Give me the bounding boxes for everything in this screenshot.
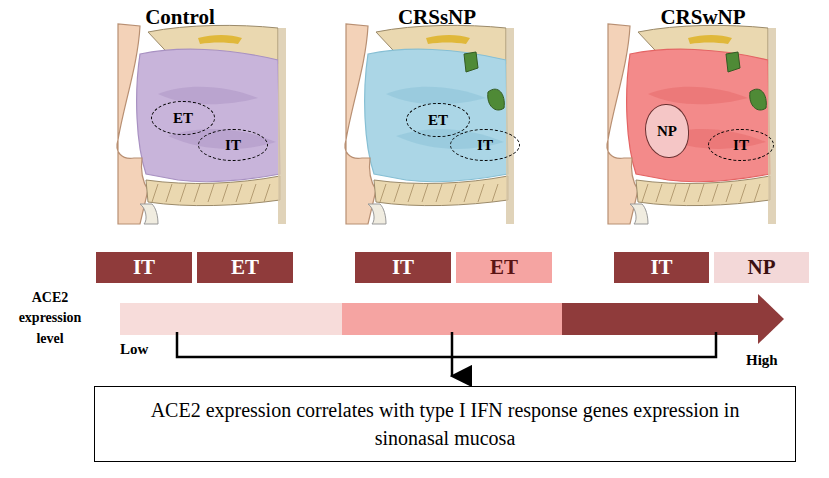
region-label: NP [748, 257, 776, 278]
region-label: ET [428, 113, 448, 128]
nasal-section [117, 24, 286, 224]
region-label: IT [392, 257, 414, 278]
nasal-section [345, 24, 514, 224]
axis-end-label: High [746, 350, 806, 372]
conclusion-text: ACE2 expression correlates with type I I… [119, 396, 771, 452]
tissue-bar: ET [456, 252, 552, 283]
panel-title: CRSsNP [372, 2, 502, 32]
region-label: IT [477, 138, 493, 153]
region-ellipse: ET [406, 103, 470, 137]
region-ellipse: IT [198, 129, 268, 161]
region-label: ET [490, 257, 518, 278]
polyp-outline: NP [645, 104, 689, 158]
region-label: IT [133, 257, 155, 278]
region-ellipse: IT [450, 129, 520, 161]
region-label: IT [733, 138, 749, 153]
tissue-bar: NP [714, 252, 809, 283]
tissue-bar: IT [614, 252, 709, 283]
nasal-section [607, 24, 776, 224]
conclusion-box: ACE2 expression correlates with type I I… [94, 386, 796, 462]
region-label: IT [225, 138, 241, 153]
panel-title: Control [125, 2, 235, 32]
panel-title: CRSwNP [633, 2, 773, 32]
region-ellipse: IT [708, 129, 774, 161]
region-label: ET [231, 257, 259, 278]
region-label: ET [173, 111, 193, 126]
region-ellipse: ET [151, 101, 215, 135]
tissue-bar: IT [355, 252, 451, 283]
axis-title: ACE2 expression level [4, 288, 96, 349]
tissue-bar: ET [197, 252, 293, 283]
region-label: NP [657, 124, 677, 139]
axis-end-label: Low [120, 339, 170, 361]
bracket [177, 332, 716, 376]
region-label: IT [650, 257, 672, 278]
tissue-bar: IT [96, 252, 192, 283]
